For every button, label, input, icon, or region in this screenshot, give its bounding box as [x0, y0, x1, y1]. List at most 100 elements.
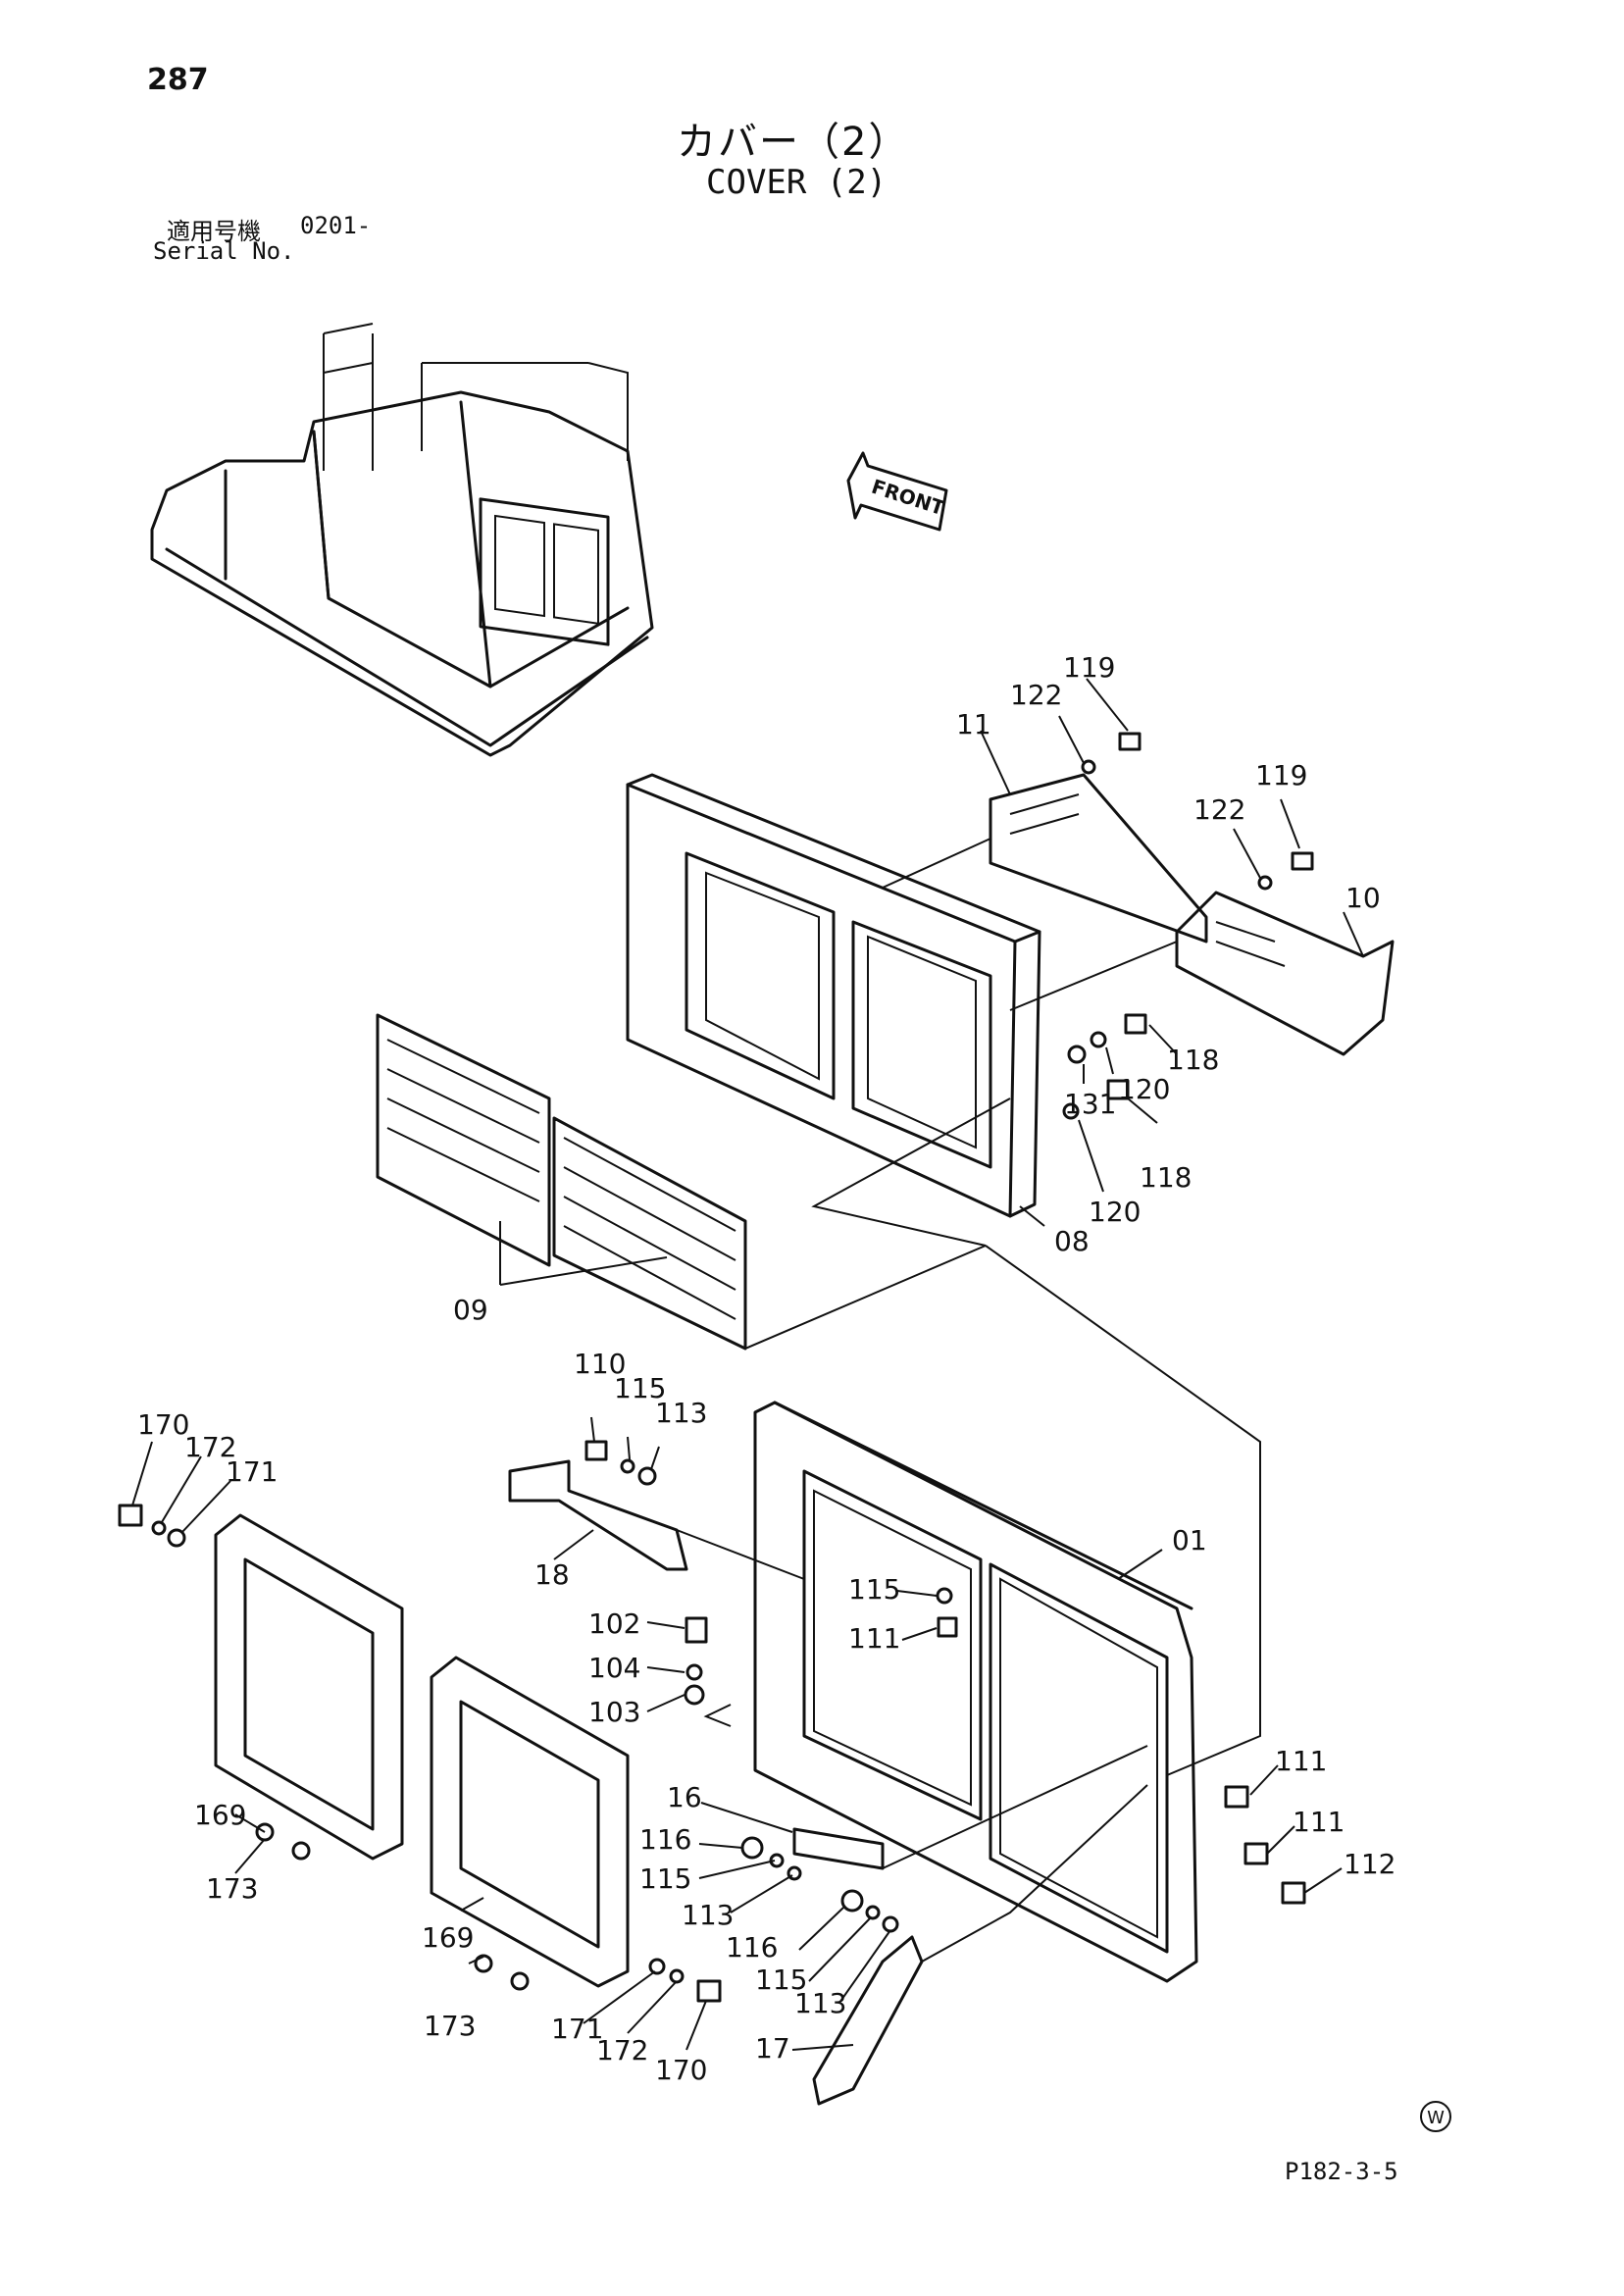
- bolt-111-upper: [1224, 1785, 1249, 1809]
- callout-119-a: 119: [1063, 651, 1115, 684]
- nut-116-upper: [740, 1836, 764, 1860]
- callout-113-a: 113: [655, 1397, 707, 1429]
- callout-18: 18: [534, 1558, 570, 1591]
- callout-122-b: 122: [1193, 793, 1245, 826]
- callout-170-a: 170: [137, 1408, 189, 1441]
- bolt-112: [1281, 1881, 1306, 1905]
- callout-173-b: 173: [424, 2010, 476, 2042]
- callout-118-a: 118: [1167, 1044, 1219, 1076]
- callout-08: 08: [1054, 1225, 1090, 1257]
- fasteners: [118, 732, 1314, 2003]
- door-169-right: [430, 1656, 630, 1988]
- washer-120-lower: [1062, 1102, 1080, 1120]
- callout-11: 11: [956, 708, 991, 740]
- nut-173-left-b: [291, 1841, 311, 1861]
- callout-112: 112: [1344, 1848, 1396, 1880]
- washer-115-frame: [936, 1587, 953, 1605]
- callout-171-a: 171: [226, 1455, 278, 1488]
- washer-120-upper: [1090, 1031, 1107, 1048]
- callout-09: 09: [453, 1294, 488, 1326]
- side-cover-11: [989, 773, 1208, 944]
- callout-115-d: 115: [755, 1964, 807, 1996]
- callout-173-a: 173: [206, 1872, 258, 1905]
- callout-120-b: 120: [1089, 1196, 1141, 1228]
- bolt-170-right: [696, 1979, 722, 2003]
- w-mark-icon: W: [1420, 2101, 1451, 2132]
- front-arrow-icon: FRONT: [846, 451, 948, 532]
- nut-173-right-a: [474, 1954, 493, 1973]
- callout-113-c: 113: [794, 1987, 846, 2019]
- grille-09-right: [552, 1116, 747, 1351]
- callout-169-a: 169: [194, 1799, 246, 1831]
- front-arrow-label: FRONT: [869, 475, 947, 521]
- washer-104: [685, 1663, 703, 1681]
- callout-172-b: 172: [596, 2034, 648, 2066]
- callout-172-a: 172: [184, 1431, 236, 1463]
- washer-115-lower: [865, 1905, 881, 1920]
- washer-113-lower: [882, 1915, 899, 1933]
- bolt-170-left: [118, 1504, 143, 1527]
- washer-171-right: [648, 1958, 666, 1975]
- callout-118-b: 118: [1140, 1161, 1192, 1194]
- callout-169-b: 169: [422, 1921, 474, 1954]
- washer-172-left: [151, 1520, 167, 1536]
- page-code: P182-3-5: [1285, 2158, 1398, 2185]
- callout-111-b: 111: [1275, 1745, 1327, 1777]
- washer-172-right: [669, 1968, 685, 1984]
- callout-01: 01: [1172, 1524, 1207, 1556]
- callout-116-a: 116: [639, 1823, 691, 1856]
- frame-08: [626, 773, 1041, 1218]
- callout-103: 103: [588, 1696, 640, 1728]
- nut-173-right-b: [510, 1971, 530, 1991]
- callout-120-a: 120: [1118, 1073, 1170, 1105]
- callout-131: 131: [1064, 1088, 1116, 1120]
- bolt-102: [685, 1616, 708, 1644]
- washer-171-left: [167, 1528, 186, 1548]
- page-title-english: COVER (2): [706, 163, 888, 202]
- assembly-lines: [676, 838, 1261, 1963]
- bolt-118-lower: [1106, 1079, 1130, 1100]
- callout-110: 110: [574, 1348, 626, 1380]
- callout-labels: 119 122 11 119 122 10 118 120 131 118 12…: [137, 651, 1396, 2086]
- callout-115-c: 115: [639, 1862, 691, 1895]
- side-cover-10: [1175, 891, 1395, 1056]
- bolt-111-frame: [937, 1616, 958, 1638]
- bolt-119-upper: [1118, 732, 1142, 751]
- leader-lines: [131, 678, 1364, 2051]
- bolt-119-lower: [1291, 851, 1314, 871]
- bracket-18: [508, 1459, 688, 1571]
- callout-111-a: 111: [848, 1622, 900, 1655]
- callout-115-b: 115: [848, 1573, 900, 1606]
- page-number: 287: [147, 63, 209, 97]
- washer-103: [684, 1684, 705, 1706]
- bracket-16: [792, 1827, 885, 1870]
- washer-115-bracket: [620, 1458, 635, 1474]
- washer-113-bracket: [637, 1466, 657, 1486]
- callout-16: 16: [667, 1781, 702, 1813]
- grille-09-left: [376, 1013, 551, 1267]
- bolt-111-lower: [1243, 1842, 1269, 1865]
- callout-119-b: 119: [1255, 759, 1307, 791]
- callout-171-b: 171: [551, 2013, 603, 2045]
- washer-131: [1067, 1045, 1087, 1064]
- machine-overview: [150, 323, 654, 757]
- w-mark-letter: W: [1427, 2108, 1445, 2128]
- serial-range: 0201-: [300, 212, 372, 239]
- callout-102: 102: [588, 1607, 640, 1640]
- frame-01: [753, 1401, 1198, 1983]
- serial-label-english: Serial No.: [153, 237, 295, 265]
- callout-115-a: 115: [614, 1372, 666, 1404]
- serial-label-japanese: 適用号機: [167, 218, 261, 245]
- bolt-110: [584, 1440, 608, 1461]
- washer-122-lower: [1257, 875, 1273, 891]
- callout-104: 104: [588, 1652, 640, 1684]
- bolt-118-upper: [1124, 1013, 1147, 1035]
- door-169-left: [214, 1513, 404, 1861]
- callout-116-b: 116: [726, 1931, 778, 1964]
- nut-116-lower: [840, 1889, 864, 1913]
- callout-10: 10: [1345, 882, 1381, 914]
- callout-17: 17: [755, 2032, 790, 2065]
- washer-122-upper: [1081, 759, 1096, 775]
- callout-122-a: 122: [1010, 679, 1062, 711]
